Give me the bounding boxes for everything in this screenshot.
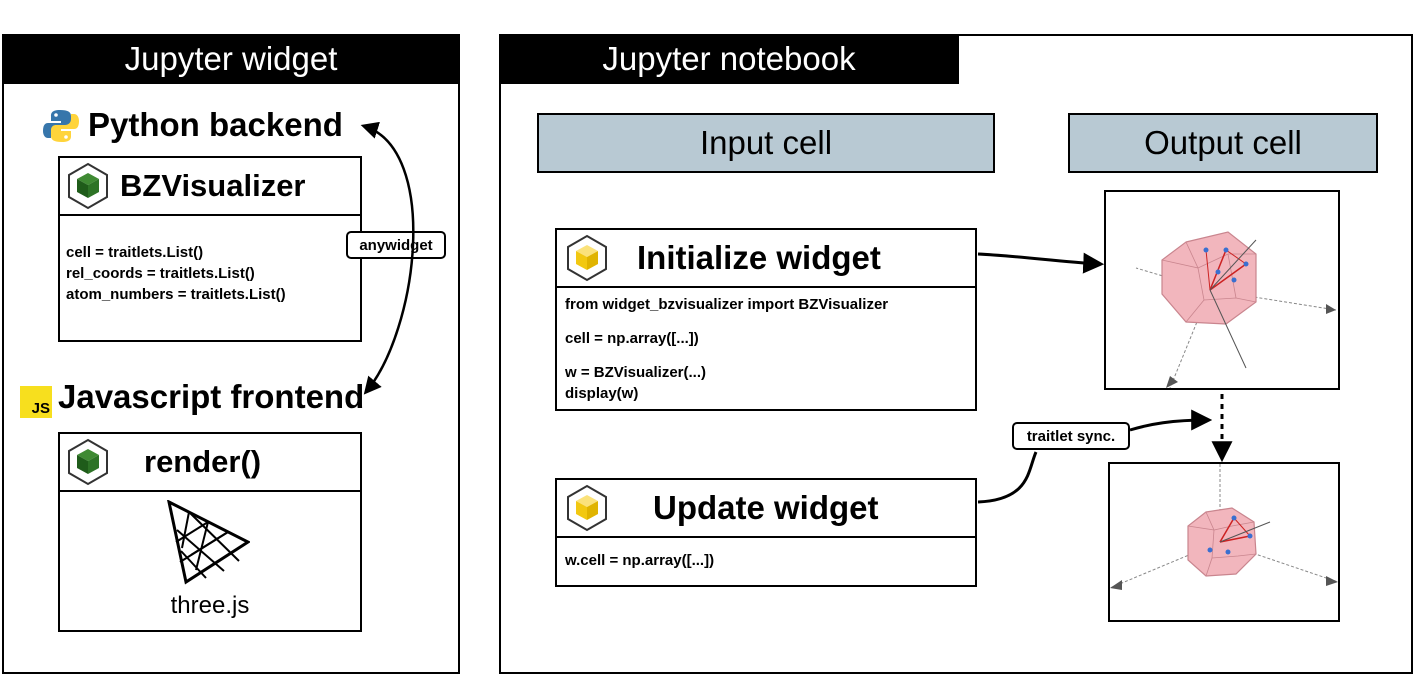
js-badge-icon: JS [20, 386, 52, 418]
bzvisualizer-class-box: BZVisualizer cell = traitlets.List() rel… [58, 156, 362, 342]
initialize-widget-title: Initialize widget [637, 239, 881, 276]
code-cell-line: cell = np.array([...]) [565, 330, 699, 347]
threejs-label: three.js [170, 592, 250, 619]
initialize-widget-header: Initialize widget [557, 230, 975, 288]
output-cell-header: Output cell [1068, 113, 1378, 173]
jupyter-notebook-title: Jupyter notebook [499, 34, 959, 84]
render-function-header: render() [60, 434, 360, 492]
code-import-line: from widget_bzvisualizer import BZVisual… [565, 296, 889, 313]
javascript-frontend-label: Javascript frontend [58, 378, 365, 415]
update-widget-cell: Update widget w.cell = np.array([...]) [555, 478, 977, 587]
notebook-cube-icon [565, 234, 609, 282]
python-backend-label: Python backend [88, 106, 343, 143]
widget-cube-icon [66, 162, 110, 210]
code-update-line: w.cell = np.array([...]) [565, 552, 715, 569]
code-display-line: display(w) [565, 385, 639, 402]
initialize-widget-cell: Initialize widget from widget_bzvisualiz… [555, 228, 977, 411]
trait-atom-numbers: atom_numbers = traitlets.List() [66, 286, 286, 303]
update-widget-header: Update widget [557, 480, 975, 538]
python-logo-icon [42, 107, 80, 145]
widget-cube-icon [66, 438, 110, 486]
anywidget-label: anywidget [346, 231, 446, 259]
input-cell-header: Input cell [537, 113, 995, 173]
update-widget-title: Update widget [653, 489, 879, 526]
output-plot-initial [1104, 190, 1340, 390]
bzvisualizer-class-name: BZVisualizer [120, 168, 306, 203]
jupyter-widget-title: Jupyter widget [2, 34, 460, 84]
notebook-cube-icon [565, 484, 609, 532]
code-instantiate-line: w = BZVisualizer(...) [565, 364, 707, 381]
trait-rel-coords: rel_coords = traitlets.List() [66, 265, 255, 282]
trait-cell: cell = traitlets.List() [66, 244, 204, 261]
bzvisualizer-class-header: BZVisualizer [60, 158, 360, 216]
brillouin-zone-render [1135, 231, 1337, 389]
render-function-name: render() [144, 444, 262, 479]
output-plot-updated [1108, 462, 1340, 622]
brillouin-zone-render [1109, 464, 1339, 590]
traitlet-sync-label: traitlet sync. [1012, 422, 1130, 450]
threejs-logo-icon [164, 499, 252, 591]
render-function-box: render() three.js [58, 432, 362, 632]
